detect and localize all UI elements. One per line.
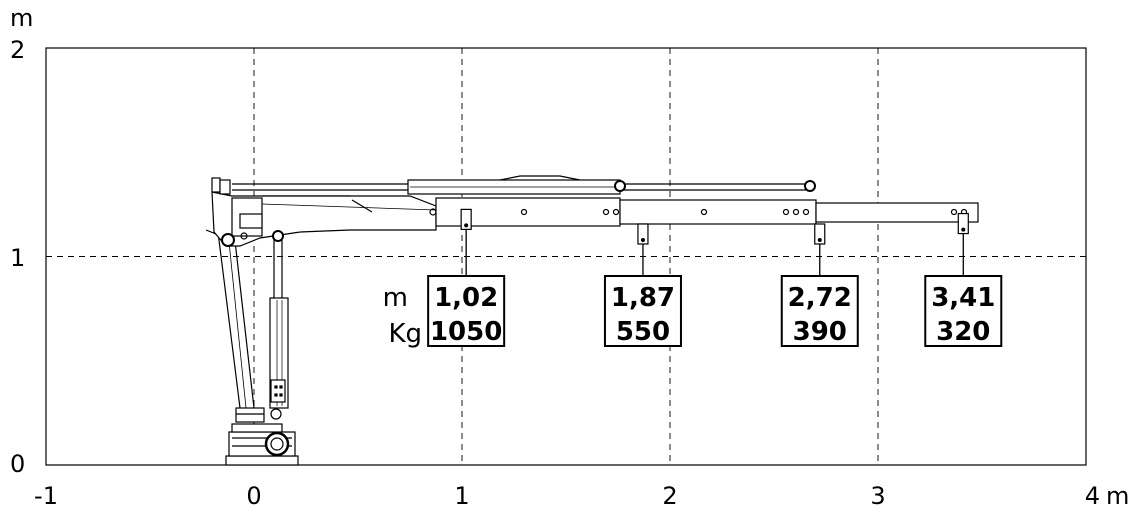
load-value: 1050: [430, 317, 502, 347]
load-point-4: 3,41 320: [924, 212, 1003, 347]
y-tick-label: 0: [10, 450, 25, 478]
x-tick-labels: -1 0 1 2 3 4: [34, 482, 1100, 510]
reach-value: 1,02: [434, 283, 498, 313]
x-tick-label: 1: [454, 482, 469, 510]
value-box: [603, 275, 682, 347]
boom-extension-2: [619, 199, 817, 225]
y-tick-label: 2: [10, 36, 25, 64]
reach-value: 1,87: [611, 283, 675, 313]
grid-lines: [46, 48, 1086, 465]
reach-value: 3,41: [931, 283, 995, 313]
extension-cylinder: [232, 175, 816, 195]
x-tick-label: -1: [34, 482, 58, 510]
boom-extension-3: [815, 202, 979, 223]
load-value: 390: [793, 317, 847, 347]
hook-pin: [464, 223, 469, 228]
x-tick-label: 0: [246, 482, 261, 510]
value-box: [780, 275, 859, 347]
hook-pin: [640, 237, 645, 242]
x-tick-label: 2: [662, 482, 677, 510]
load-point-3: 2,72 390: [780, 223, 859, 347]
x-tick-label: 3: [870, 482, 885, 510]
crane-column: [217, 231, 255, 409]
reach-row-label: m: [383, 283, 408, 313]
load-value: 550: [616, 317, 670, 347]
x-axis-unit: m: [1106, 482, 1129, 510]
y-tick-labels: 0 1 2: [10, 36, 25, 478]
y-axis-unit: m: [10, 4, 33, 32]
load-point-2: 1,87 550: [603, 223, 682, 347]
load-value: 320: [936, 317, 990, 347]
crane-base: [225, 407, 299, 466]
x-tick-label: 4: [1085, 482, 1100, 510]
value-box: [924, 275, 1003, 347]
y-tick-label: 1: [10, 244, 25, 272]
load-point-1: 1,02 1050: [427, 208, 506, 347]
reach-value: 2,72: [788, 283, 852, 313]
hook-pin: [817, 237, 822, 242]
crane-illustration: [205, 175, 979, 466]
load-points: 1,02 1050 1,87 550 2,72 390 3,41 320: [427, 208, 1003, 347]
lift-cylinder: [269, 240, 289, 420]
load-row-label: Kg: [388, 319, 422, 349]
hook-pin: [961, 227, 966, 232]
value-box: [427, 275, 506, 347]
